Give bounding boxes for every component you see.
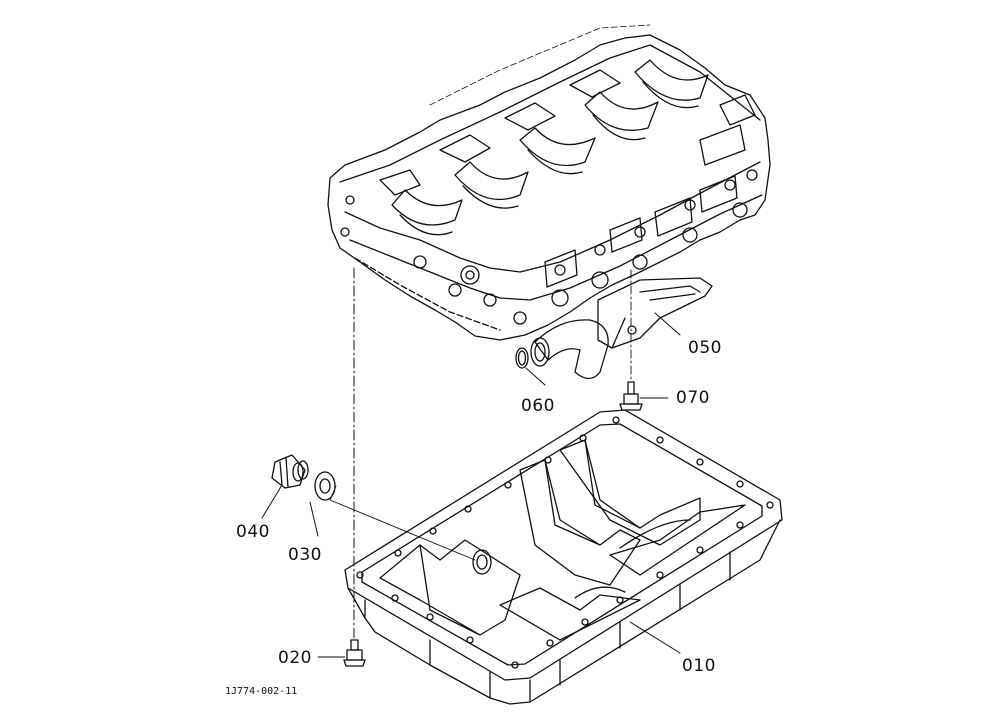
part-label-050: 050 xyxy=(688,338,722,358)
part-label-060: 060 xyxy=(521,396,555,416)
o-ring xyxy=(515,347,529,369)
part-label-030: 030 xyxy=(288,545,322,565)
part-label-020: 020 xyxy=(278,648,312,668)
oil-pan xyxy=(344,409,783,705)
part-label-040: 040 xyxy=(236,522,270,542)
diagram-reference-code: 1J774-002-11 xyxy=(225,686,298,697)
oil-strainer xyxy=(530,277,713,380)
part-label-070: 070 xyxy=(676,388,710,408)
engine-block xyxy=(327,24,771,341)
pan-bolt xyxy=(343,639,366,667)
leader-lines xyxy=(261,267,681,658)
part-label-010: 010 xyxy=(682,656,716,676)
drain-plug-washer xyxy=(314,471,336,501)
strainer-bolt xyxy=(619,269,643,411)
drain-plug xyxy=(271,454,309,489)
